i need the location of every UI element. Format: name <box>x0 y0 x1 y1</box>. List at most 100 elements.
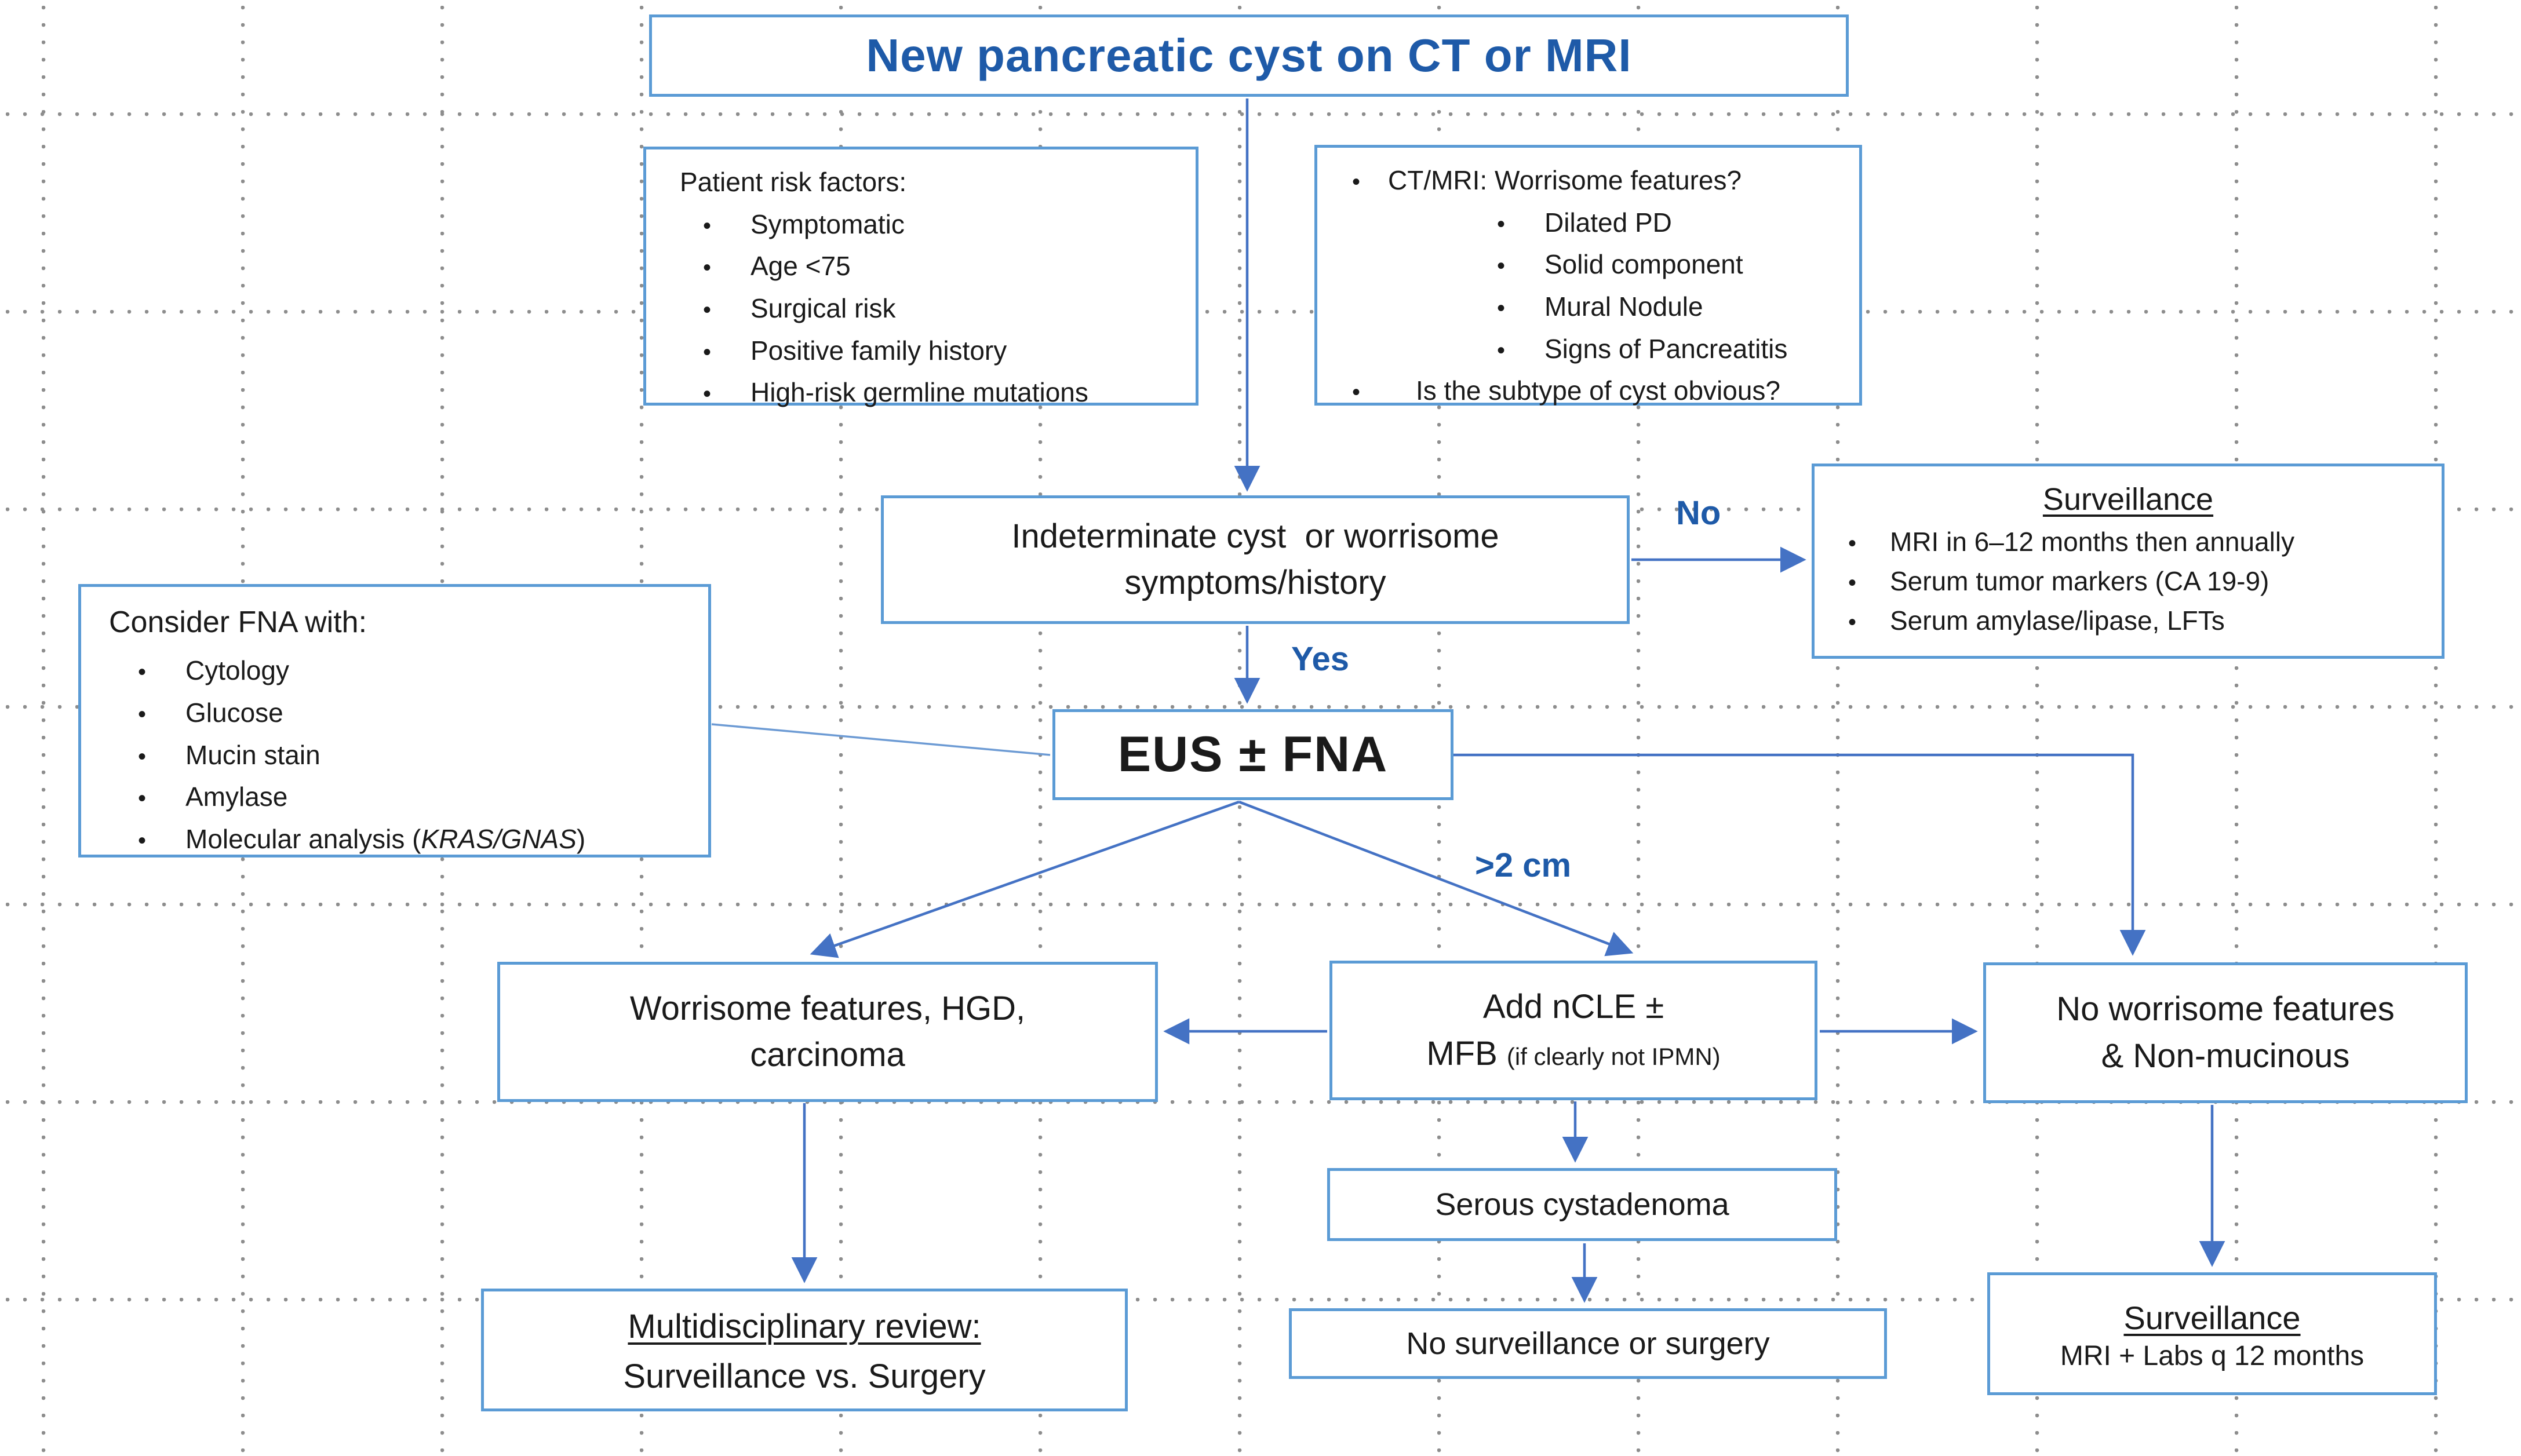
list-item: • Symptomatic <box>664 203 1184 246</box>
node-eus-fna: EUS ± FNA <box>1052 709 1453 800</box>
list-item: • Signs of Pancreatitis <box>1324 328 1848 370</box>
list-item: • Positive family history <box>664 330 1184 372</box>
node-surveillance-bottom: Surveillance MRI + Labs q 12 months <box>1987 1272 2437 1395</box>
arrow-eus-to-noworrisome <box>1453 753 2146 956</box>
list-item: • Mucin stain <box>99 734 697 776</box>
worrisome-line2: carcinoma <box>750 1036 905 1074</box>
bullet-icon: • <box>702 255 711 281</box>
bullet-icon: • <box>702 213 711 239</box>
list-item: • Dilated PD <box>1324 202 1848 244</box>
worrisome-line1: Worrisome features, HGD, <box>629 989 1026 1027</box>
list-item: • Solid component <box>1324 243 1848 286</box>
edge-label-size: >2 cm <box>1475 846 1572 884</box>
node-patient-risk-factors: Patient risk factors: • Symptomatic • Age <… <box>643 147 1198 407</box>
bullet-icon: • <box>137 743 146 769</box>
indeterminate-line2: symptoms/history <box>1124 564 1386 601</box>
arrow-eus-to-worrisome <box>810 800 1240 958</box>
surveillance-bottom-line2: MRI + Labs q 12 months <box>2060 1341 2365 1371</box>
list-item: • MRI in 6–12 months then annually <box>1815 522 2442 561</box>
list-item-text: Cytology <box>185 655 289 686</box>
ctmri-bullet1: CT/MRI: Worrisome features? <box>1388 165 1742 195</box>
list-item-text: Mucin stain <box>185 739 320 770</box>
bullet-icon: • <box>1496 337 1505 363</box>
list-item-text: Solid component <box>1544 249 1743 280</box>
node-serous-cystadenoma: Serous cystadenoma <box>1327 1168 1837 1241</box>
bullet-icon: • <box>1848 531 1856 556</box>
list-item: •High-risk germline mutations <box>664 371 1184 414</box>
list-item-text: Serum tumor markers (CA 19-9) <box>1890 566 2269 597</box>
node-consider-fna: Consider FNA with: • Cytology • Glucose • Muc… <box>78 584 711 857</box>
list-item: • Amylase <box>99 776 697 818</box>
ctmri-bullet2-row: • Is the subtype of cyst obvious? <box>1324 370 1848 412</box>
ncle-line2-main: MFB <box>1426 1034 1507 1072</box>
bullet-icon: • <box>137 827 146 853</box>
line-fna-to-eus <box>711 723 1051 756</box>
list-item-text: Dilated PD <box>1544 207 1672 238</box>
list-item: • Cytology <box>99 649 697 692</box>
list-item: • Serum amylase/lipase, LFTs <box>1815 601 2442 640</box>
list-item-text: Symptomatic <box>751 209 905 239</box>
arrow-eus-to-ncle <box>1238 800 1634 957</box>
bullet-icon: • <box>702 381 711 407</box>
node-add-ncle: Add nCLE ± MFB (if clearly not IPMN) <box>1329 961 1817 1100</box>
ncle-line1: Add nCLE ± <box>1482 988 1664 1026</box>
list-item: • Molecular analysis (KRAS/GNAS) <box>99 818 697 860</box>
no-worrisome-line2: & Non-mucinous <box>2101 1037 2350 1075</box>
patient-risk-list: • Symptomatic • Age <75 • Surgical risk • Posit… <box>664 203 1184 414</box>
bullet-icon: • <box>1351 169 1360 195</box>
indeterminate-line1: Indeterminate cyst or worrisome <box>1011 517 1499 555</box>
consider-fna-heading: Consider FNA with: <box>109 605 367 639</box>
list-item-text: Surgical risk <box>751 293 896 324</box>
ncle-line2: MFB (if clearly not IPMN) <box>1426 1031 1720 1077</box>
node-multidisciplinary: Multidisciplinary review: Surveillance v… <box>481 1289 1128 1411</box>
bullet-icon: • <box>1848 570 1856 596</box>
surveillance-top-heading: Surveillance <box>2042 482 2214 517</box>
bullet-icon: • <box>137 659 146 685</box>
bullet-icon: • <box>1496 295 1505 322</box>
bullet-icon: • <box>137 786 146 812</box>
bullet-icon: • <box>702 339 711 365</box>
list-item: • Serum tumor markers (CA 19-9) <box>1815 561 2442 601</box>
node-title: New pancreatic cyst on CT or MRI <box>649 14 1849 97</box>
list-item: • Surgical risk <box>664 287 1184 330</box>
bullet-icon: • <box>1848 610 1856 636</box>
ctmri-sub-list: • Dilated PD • Solid component • Mural Nodule… <box>1324 202 1848 370</box>
list-item-text: Signs of Pancreatitis <box>1544 333 1788 364</box>
list-item-text: MRI in 6–12 months then annually <box>1890 527 2295 557</box>
consider-fna-list: • Cytology • Glucose • Mucin stain • Amylase • Mo… <box>99 649 697 860</box>
node-indeterminate-cyst: Indeterminate cyst or worrisome symptoms… <box>881 495 1630 624</box>
list-item: • Glucose <box>99 692 697 734</box>
bullet-icon: • <box>702 297 711 323</box>
list-item-text: Mural Nodule <box>1544 291 1703 322</box>
title-text: New pancreatic cyst on CT or MRI <box>866 30 1632 81</box>
bullet-icon: • <box>1496 211 1505 237</box>
patient-risk-heading: Patient risk factors: <box>680 167 907 197</box>
list-item-text: Positive family history <box>751 335 1007 366</box>
serous-text: Serous cystadenoma <box>1435 1187 1729 1222</box>
no-worrisome-line1: No worrisome features <box>2056 990 2395 1028</box>
bullet-icon: • <box>137 701 146 727</box>
surveillance-top-list: • MRI in 6–12 months then annually • Serum … <box>1815 522 2442 640</box>
list-item-text: Serum amylase/lipase, LFTs <box>1890 605 2225 636</box>
no-surveillance-text: No surveillance or surgery <box>1406 1326 1770 1361</box>
node-worrisome-hgd: Worrisome features, HGD, carcinoma <box>497 962 1158 1102</box>
edge-label-no: No <box>1676 494 1721 532</box>
list-item-text: Amylase <box>185 782 288 812</box>
ncle-line2-small: (if clearly not IPMN) <box>1506 1042 1721 1070</box>
node-no-surveillance: No surveillance or surgery <box>1289 1308 1887 1379</box>
node-surveillance-top: Surveillance • MRI in 6–12 months then an… <box>1812 464 2445 659</box>
list-item-text: Molecular analysis (KRAS/GNAS) <box>185 823 586 854</box>
multidisciplinary-line2: Surveillance vs. Surgery <box>623 1358 986 1395</box>
ctmri-bullet2: Is the subtype of cyst obvious? <box>1416 375 1781 406</box>
list-item: • Mural Nodule <box>1324 286 1848 328</box>
edge-label-yes: Yes <box>1291 640 1349 678</box>
bullet-icon: • <box>1351 379 1360 406</box>
ctmri-bullet1-row: • CT/MRI: Worrisome features? <box>1324 159 1848 202</box>
bullet-icon: • <box>1496 253 1505 279</box>
eus-fna-text: EUS ± FNA <box>1117 727 1389 782</box>
node-no-worrisome: No worrisome features & Non-mucinous <box>1983 962 2468 1103</box>
list-item-text: Age <75 <box>751 251 851 282</box>
list-item-text: Glucose <box>185 697 283 728</box>
